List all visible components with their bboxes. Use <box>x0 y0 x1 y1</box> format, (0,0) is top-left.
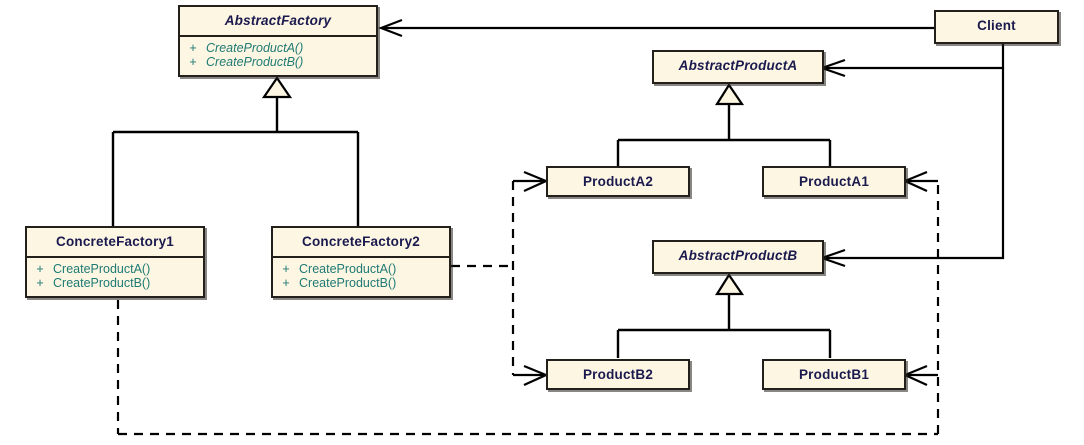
generalization-arrowhead-abstract-factory <box>261 76 293 99</box>
class-product-b2[interactable]: ProductB2 <box>546 359 690 390</box>
class-members: + CreateProductA() + CreateProductB() <box>273 258 449 297</box>
member-row: + CreateProductB() <box>180 55 376 70</box>
class-product-a1[interactable]: ProductA1 <box>762 166 906 197</box>
class-members: + CreateProductA() + CreateProductB() <box>180 37 376 76</box>
dependency-arrowhead-product-b2 <box>513 364 549 387</box>
class-title: AbstractProductB <box>678 248 798 263</box>
generalization-arrowhead-abstract-product-a <box>715 82 745 106</box>
class-abstract-product-b[interactable]: AbstractProductB <box>652 240 824 274</box>
dependency-concrete-factory-1 <box>116 181 940 436</box>
member-visibility: + <box>189 55 197 70</box>
generalization-arrowhead-abstract-product-b <box>715 272 745 296</box>
class-abstract-product-a[interactable]: AbstractProductA <box>652 50 824 84</box>
member-row: + CreateProductA() <box>27 262 203 277</box>
class-title: AbstractFactory <box>180 7 376 37</box>
class-title: ProductA2 <box>582 174 654 189</box>
member-name: CreateProductA() <box>299 261 397 276</box>
class-title: ProductB1 <box>798 367 870 382</box>
association-client-abstract-product-a <box>818 44 1005 78</box>
member-row: + CreateProductA() <box>180 41 376 56</box>
member-name: CreateProductA() <box>53 261 151 276</box>
generalization-products-a <box>616 103 832 167</box>
class-members: + CreateProductA() + CreateProductB() <box>27 258 203 297</box>
class-client[interactable]: Client <box>934 10 1059 44</box>
member-name: CreateProductB() <box>299 276 397 291</box>
association-client-abstract-factory <box>377 18 934 38</box>
class-title: Client <box>977 18 1016 33</box>
dependency-arrowhead-product-a2 <box>513 170 549 193</box>
class-abstract-factory[interactable]: AbstractFactory + CreateProductA() + Cre… <box>178 5 378 77</box>
class-title: ProductB2 <box>582 367 654 382</box>
dependency-arrowhead-product-b1 <box>902 364 938 387</box>
member-name: CreateProductB() <box>206 55 304 70</box>
generalization-concrete-factories <box>111 96 360 226</box>
member-visibility: + <box>282 276 290 291</box>
member-row: + CreateProductB() <box>27 276 203 291</box>
class-title: AbstractProductA <box>678 58 798 73</box>
member-visibility: + <box>36 276 44 291</box>
class-concrete-factory-1[interactable]: ConcreteFactory1 + CreateProductA() + Cr… <box>25 226 205 298</box>
class-title: ConcreteFactory2 <box>273 228 449 258</box>
dependency-concrete-factory-2 <box>451 181 515 375</box>
dependency-arrowhead-product-a1 <box>902 170 938 193</box>
generalization-products-b <box>616 293 832 358</box>
class-product-a2[interactable]: ProductA2 <box>546 166 690 197</box>
class-product-b1[interactable]: ProductB1 <box>762 359 906 390</box>
member-visibility: + <box>189 40 197 55</box>
class-title: ConcreteFactory1 <box>27 228 203 258</box>
member-visibility: + <box>36 261 44 276</box>
member-visibility: + <box>282 261 290 276</box>
member-row: + CreateProductB() <box>273 276 449 291</box>
member-name: CreateProductA() <box>206 40 304 55</box>
member-row: + CreateProductA() <box>273 262 449 277</box>
class-title: ProductA1 <box>798 174 870 189</box>
class-concrete-factory-2[interactable]: ConcreteFactory2 + CreateProductA() + Cr… <box>271 226 451 298</box>
member-name: CreateProductB() <box>53 276 151 291</box>
